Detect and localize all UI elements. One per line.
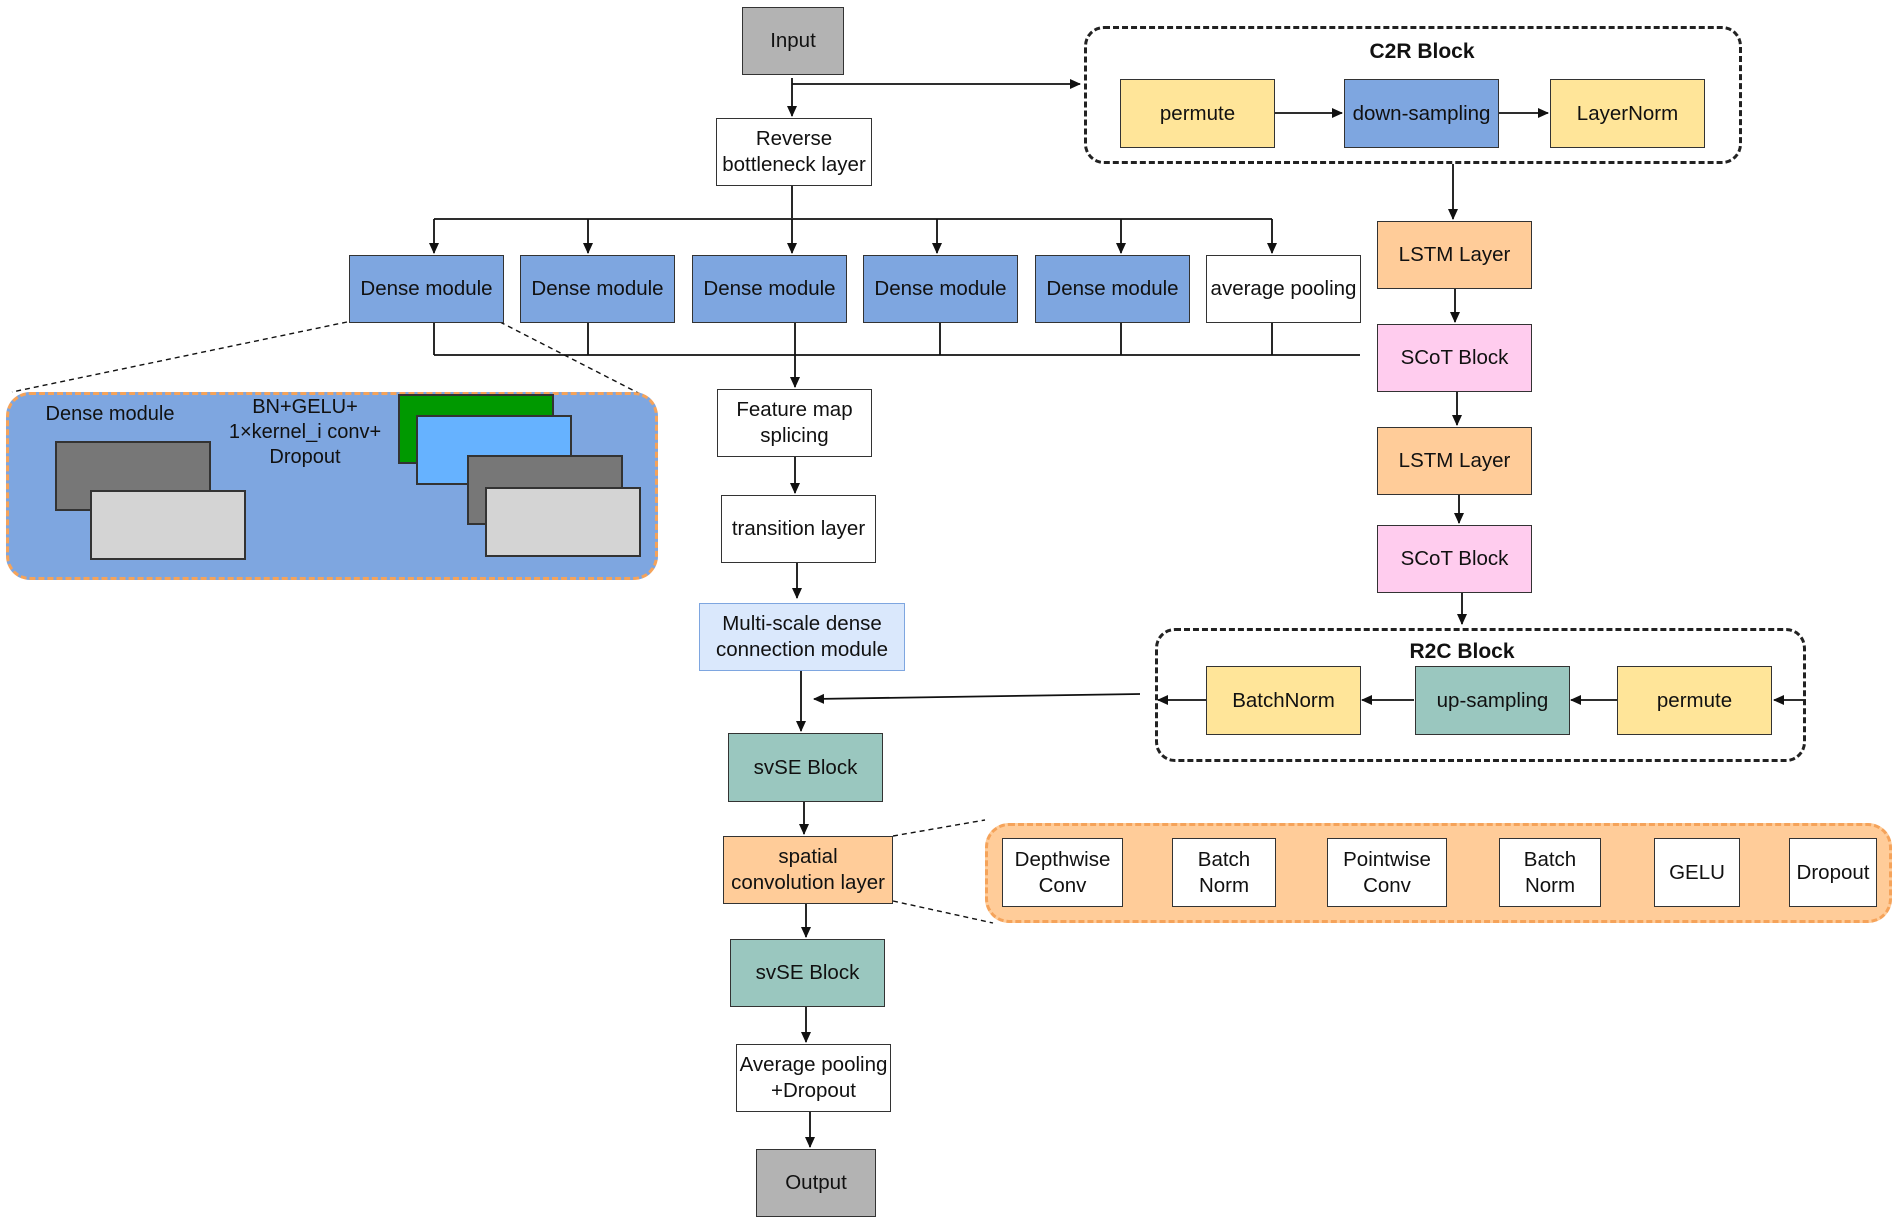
dense-detail-ops-label: BN+GELU+ 1×kernel_i conv+ Dropout — [228, 396, 382, 468]
batch-norm-2: Batch Norm — [1499, 838, 1601, 907]
feature-map-splicing: Feature map splicing — [717, 389, 872, 457]
scot-block-2: SCoT Block — [1377, 525, 1532, 593]
depthwise-conv: Depthwise Conv — [1002, 838, 1123, 907]
svse-block-2: svSE Block — [730, 939, 885, 1007]
batch-norm-1: Batch Norm — [1172, 838, 1276, 907]
zoom-line-dense-right — [499, 321, 653, 401]
dense-module-5: Dense module — [1035, 255, 1190, 323]
dense-detail-title: Dense module — [45, 403, 175, 425]
zoom-line-dense-left — [11, 321, 348, 393]
dense-module-1: Dense module — [349, 255, 504, 323]
reverse-bottleneck-layer: Reverse bottleneck layer — [716, 118, 872, 186]
output-feature-map-light — [485, 487, 641, 557]
multi-scale-dense-connection-module: Multi-scale dense connection module — [699, 603, 905, 671]
c2r-block-title: C2R Block — [1369, 40, 1475, 63]
average-pooling-dropout: Average pooling +Dropout — [736, 1044, 891, 1112]
dense-module-3: Dense module — [692, 255, 847, 323]
c2r-block-group — [1084, 26, 1742, 164]
input-node: Input — [742, 7, 844, 75]
input-feature-map-front — [90, 490, 246, 560]
c2r-down-sampling: down-sampling — [1344, 79, 1499, 148]
scot-block-1: SCoT Block — [1377, 324, 1532, 392]
average-pooling: average pooling — [1206, 255, 1361, 323]
dropout: Dropout — [1789, 838, 1877, 907]
r2c-up-sampling: up-sampling — [1415, 666, 1570, 735]
r2c-block-title: R2C Block — [1409, 640, 1515, 663]
output-node: Output — [756, 1149, 876, 1217]
spatial-convolution-layer: spatial convolution layer — [723, 836, 893, 904]
arrow-r2c-to-main — [813, 693, 1141, 704]
transition-layer: transition layer — [721, 495, 876, 563]
pointwise-conv: Pointwise Conv — [1327, 838, 1447, 907]
dense-module-4: Dense module — [863, 255, 1018, 323]
gelu: GELU — [1654, 838, 1740, 907]
lstm-layer-1: LSTM Layer — [1377, 221, 1532, 289]
zoom-line-spatial-bottom — [892, 900, 994, 924]
r2c-permute: permute — [1617, 666, 1772, 735]
c2r-layernorm: LayerNorm — [1550, 79, 1705, 148]
c2r-permute: permute — [1120, 79, 1275, 148]
svse-block-1: svSE Block — [728, 733, 883, 802]
r2c-batchnorm: BatchNorm — [1206, 666, 1361, 735]
r2c-block-group — [1155, 628, 1806, 762]
zoom-line-spatial-top — [892, 819, 986, 837]
lstm-layer-2: LSTM Layer — [1377, 427, 1532, 495]
dense-module-2: Dense module — [520, 255, 675, 323]
